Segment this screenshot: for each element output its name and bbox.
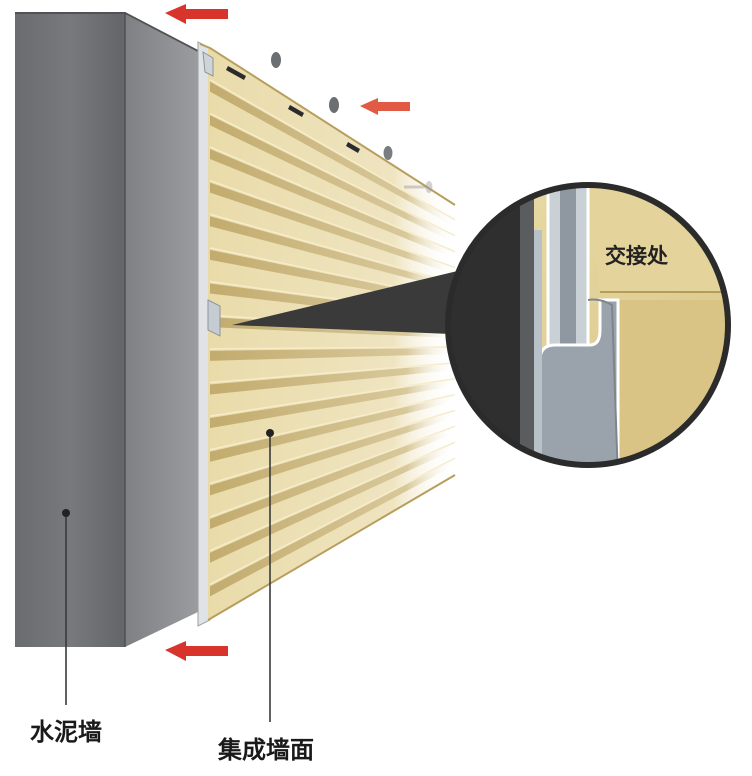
panel-groove: [210, 443, 455, 563]
leader-lines: [65, 433, 271, 722]
panel-groove-highlight: [209, 179, 456, 269]
leader-dot-wall: [62, 509, 70, 517]
wall-front-face: [15, 12, 125, 647]
fastener-slots: [226, 66, 360, 153]
panel-groove-highlight: [209, 441, 456, 552]
joint-label: 交接处: [605, 244, 668, 268]
panel-groove-highlight: [209, 377, 456, 417]
panel-groove-highlight: [209, 457, 456, 586]
panel-groove: [210, 347, 455, 361]
panel-groove-highlight: [209, 409, 456, 485]
arrow-left-icon: [165, 641, 228, 661]
cement-wall-label: 水泥墙: [30, 718, 102, 746]
panel-groove-highlight: [209, 362, 456, 384]
panel-groove-highlight: [209, 146, 456, 253]
panel-groove-highlight: [209, 346, 456, 350]
panel-groove-highlight: [209, 112, 456, 237]
panel-groove: [210, 427, 455, 530]
panel-groove: [210, 115, 455, 243]
panel-groove: [210, 182, 455, 275]
arrow-left-icon: [165, 4, 228, 24]
arrow-left-icon: [360, 98, 410, 115]
panel-groove-highlight: [209, 78, 456, 221]
panel-grooves: [209, 78, 456, 597]
panel-groove: [210, 363, 455, 395]
leader-dot-panel: [266, 429, 274, 437]
panel-groove: [210, 148, 455, 259]
panel-groove-highlight: [209, 393, 456, 451]
integrated-wall-panel-label: 集成墙面: [218, 736, 314, 764]
panel-groove: [210, 459, 455, 597]
screw-icon: [358, 146, 393, 160]
panel-groove: [210, 81, 455, 227]
panel-groove-highlight: [209, 425, 456, 518]
panel-groove: [210, 379, 455, 429]
panel-groove-highlight: [209, 213, 456, 285]
panel-groove: [210, 395, 455, 462]
screw-icon: [236, 52, 281, 68]
panel-groove: [210, 411, 455, 496]
panel-groove: [210, 216, 455, 291]
screw-icon: [302, 97, 339, 113]
cement-wall: [15, 12, 198, 647]
screw-icon: [404, 181, 433, 193]
integrated-wall-panel: [197, 41, 456, 627]
wall-side-face: [125, 12, 198, 647]
